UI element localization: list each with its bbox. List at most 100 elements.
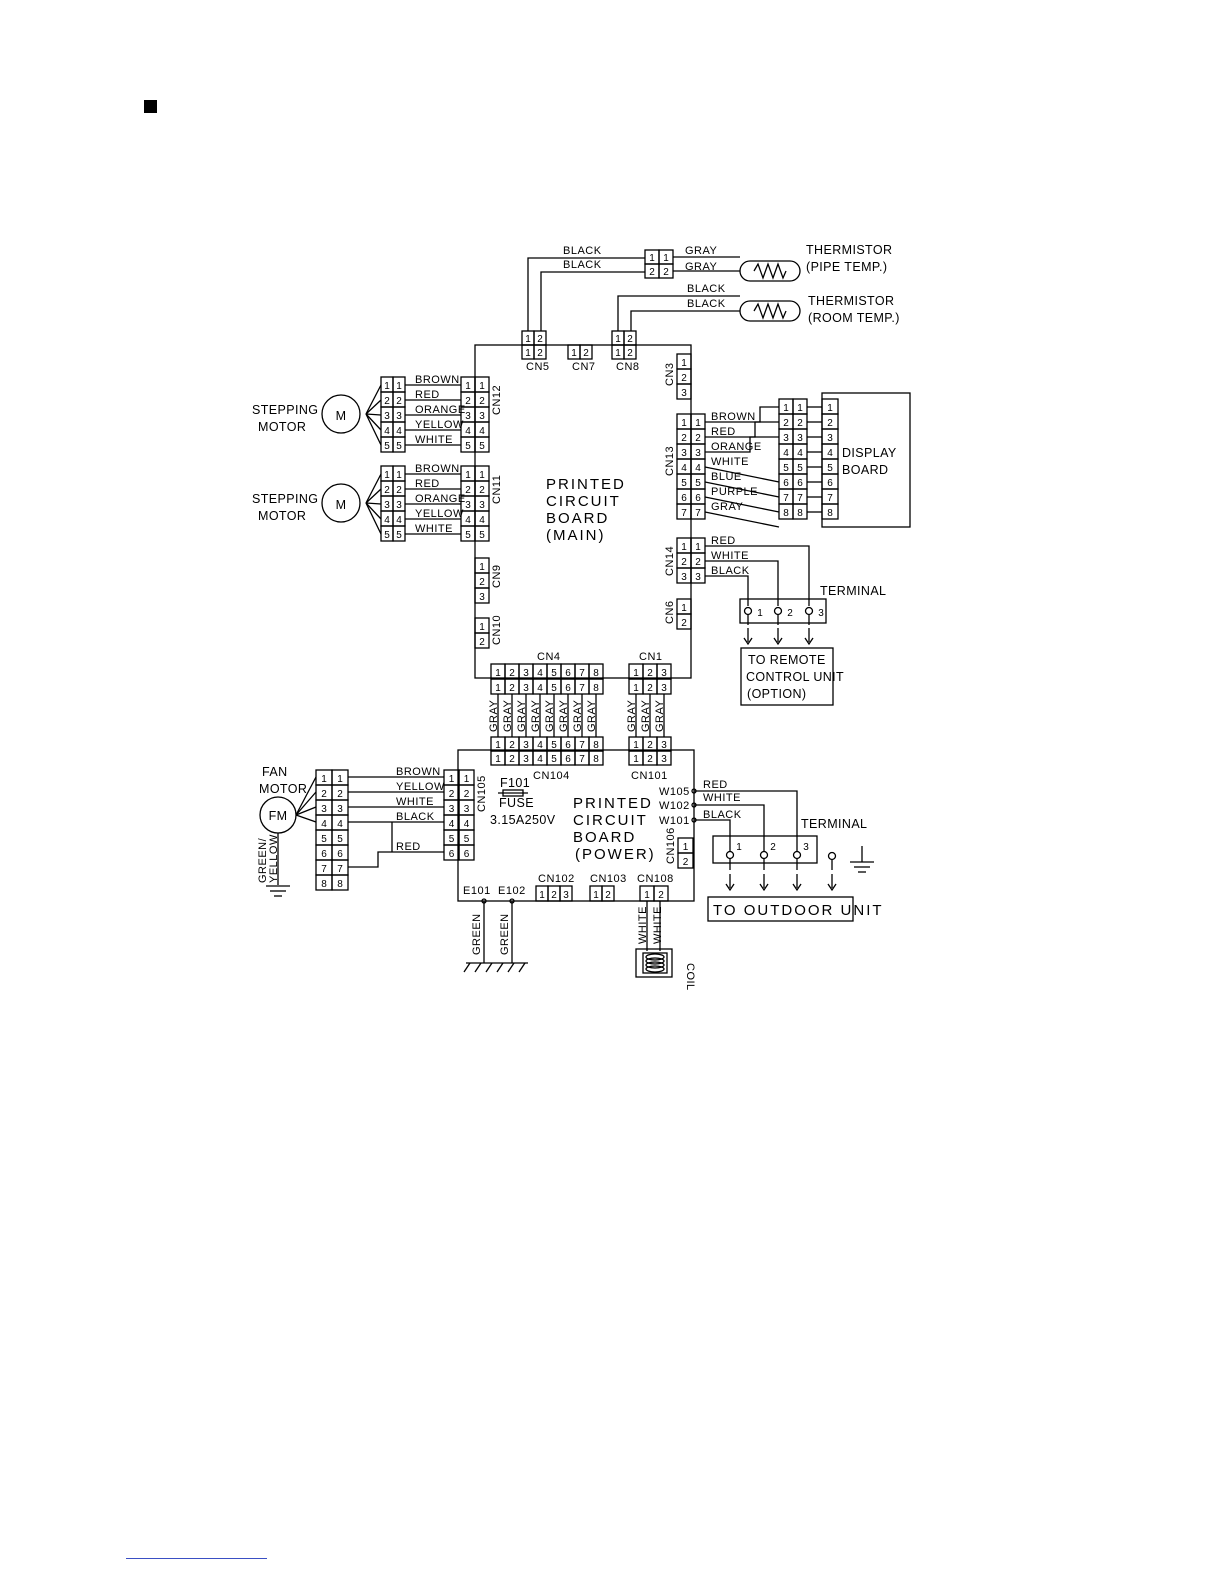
motor-lead bbox=[365, 473, 382, 504]
stepping-motor-symbol bbox=[321, 483, 361, 523]
wire-label: WHITE bbox=[711, 456, 749, 468]
pin-number: 3 bbox=[523, 683, 529, 694]
display-board-label: BOARD bbox=[842, 463, 888, 477]
display-wire bbox=[705, 436, 779, 453]
remote-label: TO REMOTE bbox=[748, 653, 826, 667]
wire-label: GRAY bbox=[711, 501, 744, 513]
pin-number: 4 bbox=[681, 463, 687, 474]
section-bullet bbox=[144, 100, 157, 113]
fan-wire bbox=[348, 851, 444, 868]
wire-label: BROWN bbox=[415, 463, 460, 475]
pin-number: 1 bbox=[465, 381, 471, 392]
motor-lead bbox=[365, 502, 382, 535]
signal-arrow bbox=[792, 883, 802, 892]
pin-number: 6 bbox=[565, 668, 571, 679]
cn103-pin bbox=[601, 885, 615, 902]
pin-number: 2 bbox=[787, 608, 793, 619]
pin-number: 1 bbox=[384, 470, 390, 481]
wire-label: GRAY bbox=[530, 699, 542, 732]
pin-number: 3 bbox=[384, 411, 390, 422]
coil-winding bbox=[645, 961, 665, 969]
pin-number: 5 bbox=[396, 441, 402, 452]
cn14-label: CN14 bbox=[664, 546, 676, 576]
cn101-label: CN101 bbox=[631, 770, 668, 782]
pin-number: 3 bbox=[783, 433, 789, 444]
pin-number: 5 bbox=[783, 463, 789, 474]
pin-number: 7 bbox=[797, 493, 803, 504]
fan-motor-label: FAN bbox=[262, 765, 288, 779]
pin-number: 4 bbox=[464, 819, 470, 830]
terminal-screw bbox=[759, 850, 769, 860]
cn8-pin bbox=[623, 344, 637, 360]
motor-letter: M bbox=[336, 498, 347, 512]
pin-number: 4 bbox=[797, 448, 803, 459]
thermistor-pipe-label: (PIPE TEMP.) bbox=[806, 260, 887, 274]
cn7-pin bbox=[579, 344, 593, 360]
pin-number: 2 bbox=[509, 740, 515, 751]
signal-arrow bbox=[743, 637, 753, 646]
remote-control-box bbox=[740, 647, 834, 706]
motor-lead bbox=[365, 502, 382, 520]
pin-number: 3 bbox=[396, 411, 402, 422]
outdoor-terminal-block bbox=[712, 835, 818, 864]
thermistor-body bbox=[739, 260, 801, 282]
pin-number: 1 bbox=[615, 334, 621, 345]
stepper-board-pin bbox=[474, 525, 490, 542]
pin-number: 2 bbox=[396, 485, 402, 496]
cn13-label: CN13 bbox=[664, 446, 676, 476]
pin-number: 2 bbox=[647, 683, 653, 694]
display-wire bbox=[704, 511, 780, 528]
pin-number: 1 bbox=[495, 754, 501, 765]
fan-motor-label: MOTOR bbox=[259, 782, 307, 796]
pin-number: 2 bbox=[464, 789, 470, 800]
wire-label: YELLOW bbox=[396, 781, 445, 793]
cn104-pin bbox=[588, 750, 604, 766]
stepping-motor-label: MOTOR bbox=[258, 509, 306, 523]
wire-label: WHITE bbox=[703, 792, 741, 804]
pin-number: 1 bbox=[321, 774, 327, 785]
pin-number: 2 bbox=[797, 418, 803, 429]
signal-arrow bbox=[725, 883, 735, 892]
pin-number: 1 bbox=[633, 754, 639, 765]
cn3-pin bbox=[676, 383, 692, 400]
pin-number: 4 bbox=[449, 819, 455, 830]
pin-number: 8 bbox=[337, 879, 343, 890]
pcb-main-label: BOARD bbox=[546, 510, 609, 527]
pin-number: 2 bbox=[384, 485, 390, 496]
wire-label: BLACK bbox=[396, 811, 435, 823]
motor-lead bbox=[365, 488, 382, 504]
thermistor-pipe-label: THERMISTOR bbox=[806, 243, 892, 257]
chassis-ground-hatch bbox=[485, 962, 493, 973]
pin-number: 2 bbox=[321, 789, 327, 800]
pin-number: 2 bbox=[449, 789, 455, 800]
wire-black-2 bbox=[540, 271, 645, 331]
pin-number: 1 bbox=[495, 740, 501, 751]
pin-number: 1 bbox=[736, 842, 742, 853]
motor-lead bbox=[365, 384, 382, 415]
terminal-label: TERMINAL bbox=[820, 584, 886, 598]
cn10-label: CN10 bbox=[491, 615, 503, 645]
cn106-label: CN106 bbox=[665, 827, 677, 864]
pin-number: 4 bbox=[537, 668, 543, 679]
pin-number: 4 bbox=[695, 463, 701, 474]
pin-number: 1 bbox=[479, 622, 485, 633]
fuse-label: FUSE bbox=[499, 796, 534, 810]
cn105-label: CN105 bbox=[476, 775, 488, 812]
pin-number: 2 bbox=[695, 433, 701, 444]
pin-number: 2 bbox=[396, 396, 402, 407]
pcb-main-label: CIRCUIT bbox=[546, 493, 621, 510]
pin-number: 2 bbox=[551, 890, 557, 901]
wire-label: BROWN bbox=[711, 411, 756, 423]
pin-number: 1 bbox=[633, 683, 639, 694]
motor-lead bbox=[365, 399, 382, 415]
pin-number: 3 bbox=[681, 448, 687, 459]
pcb-main-label: PRINTED bbox=[546, 476, 626, 493]
pin-number: 3 bbox=[661, 683, 667, 694]
pin-number: 8 bbox=[783, 508, 789, 519]
wire-black-1 bbox=[527, 257, 645, 331]
pin-number: 2 bbox=[681, 373, 687, 384]
pin-number: 4 bbox=[537, 754, 543, 765]
pin-number: 5 bbox=[337, 834, 343, 845]
pin-number: 2 bbox=[649, 267, 655, 278]
